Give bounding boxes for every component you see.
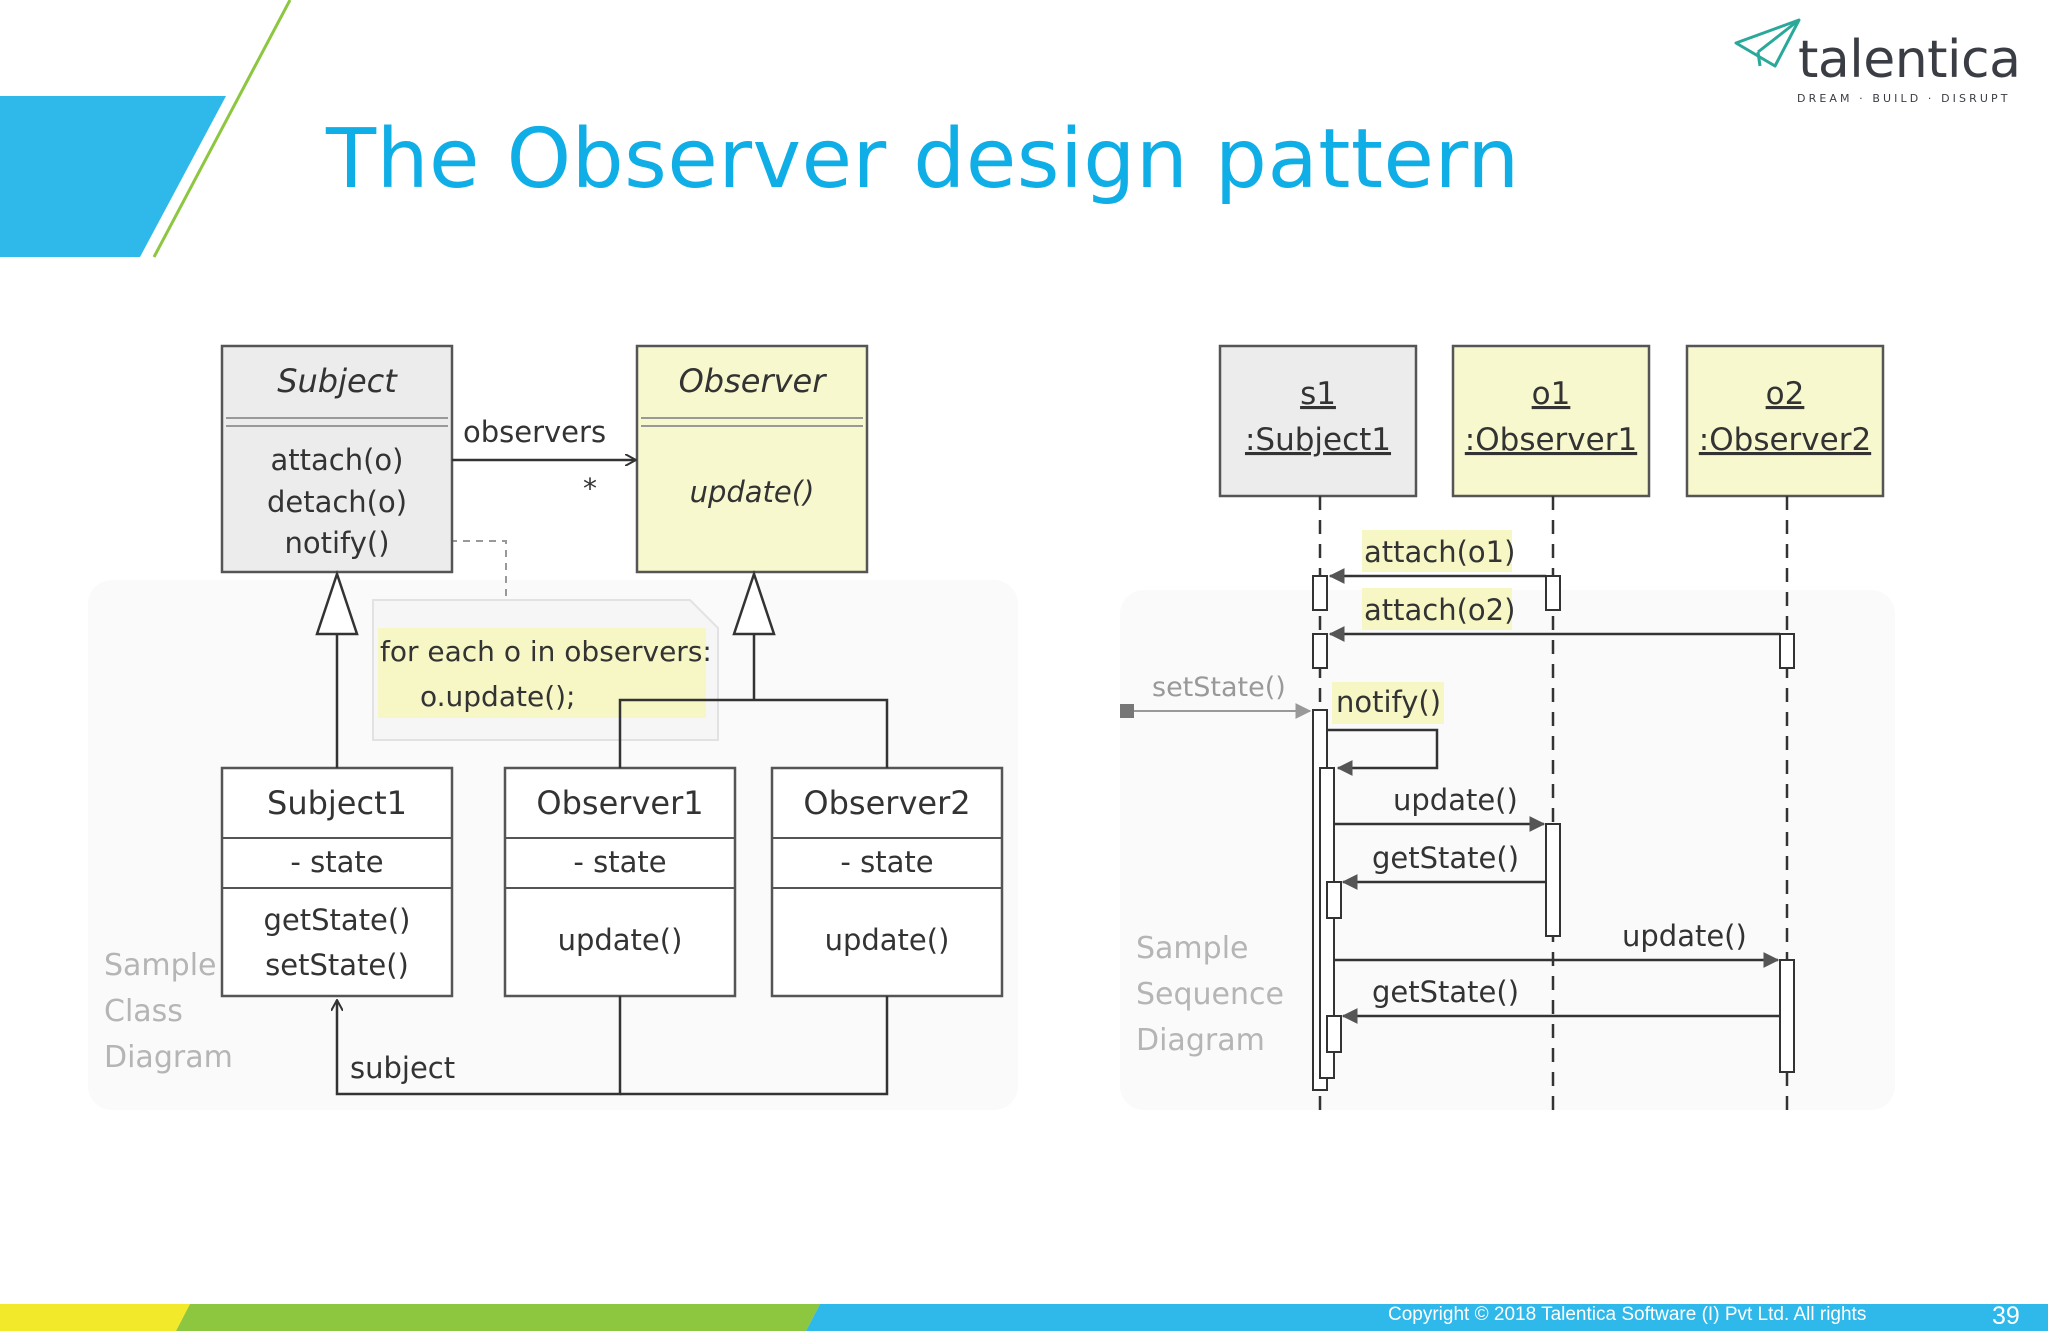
note-line-1: for each o in observers: [380, 635, 712, 668]
footer-yellow-band [0, 1304, 190, 1331]
observer-class-name: Observer [679, 362, 828, 400]
subject-class-name: Subject [277, 362, 398, 400]
logo-tagline: DREAM · BUILD · DISRUPT [1797, 92, 2011, 105]
msg-attach-o2-label: attach(o2) [1364, 593, 1515, 627]
class-diagram-caption-3: Diagram [104, 1040, 233, 1075]
observer1-op-update: update() [558, 923, 683, 957]
subject1-class: Subject1 - state getState() setState() [220, 766, 454, 998]
lifeline-o1-type: :Observer1 [1465, 422, 1637, 458]
logo-wordmark: talentica [1798, 30, 2021, 90]
activation-s1-attach2 [1312, 633, 1328, 669]
paper-plane-icon [1734, 18, 1801, 68]
msg-setstate-label: setState() [1152, 672, 1286, 703]
observer2-op-update: update() [825, 923, 950, 957]
observer2-attr-state: - state [840, 845, 933, 879]
sequence-diagram-caption-1: Sample [1136, 931, 1249, 966]
header-blue-band [0, 96, 226, 257]
observer2-class-name: Observer2 [803, 784, 970, 822]
msg-getstate-o1-label: getState() [1372, 841, 1519, 875]
subject-op-attach: attach(o) [271, 443, 404, 477]
msg-update-o2-label: update() [1622, 919, 1747, 953]
activation-s1-notify [1319, 767, 1335, 1079]
lifeline-s1-type: :Subject1 [1245, 422, 1391, 458]
msg-update-o1-label: update() [1393, 783, 1518, 817]
observer2-class: Observer2 - state update() [770, 766, 1004, 998]
observers-association-label: observers [463, 415, 606, 449]
msg-attach-o1-label: attach(o1) [1364, 535, 1515, 569]
footer-green-band [176, 1304, 820, 1331]
subject1-op-getstate: getState() [263, 903, 410, 937]
observer1-class-name: Observer1 [536, 784, 703, 822]
sequence-diagram-caption-3: Diagram [1136, 1023, 1265, 1058]
subject-association [337, 996, 622, 1096]
observer1-attr-state: - state [573, 845, 666, 879]
notify-note: for each o in observers: o.update(); [372, 599, 719, 741]
subject1-attr-state: - state [290, 845, 383, 879]
lifeline-s1-head [1218, 344, 1418, 498]
slide-title: The Observer design pattern [326, 112, 1520, 207]
class-diagram-caption-2: Class [104, 994, 183, 1029]
activation-s1-getstate1 [1326, 881, 1342, 919]
lifeline-s1-name: s1 [1300, 376, 1336, 412]
sequence-diagram-caption-2: Sequence [1136, 977, 1284, 1012]
activation-s1-attach1 [1312, 575, 1328, 611]
class-diagram: Sample Class Diagram for each o in obser… [88, 344, 1018, 1110]
subject1-class-name: Subject1 [267, 784, 407, 822]
msg-notify-label: notify() [1336, 685, 1441, 719]
lifeline-o2-head [1685, 344, 1885, 498]
subject-generalization-arrow [315, 570, 359, 636]
footer-blue-band [806, 1304, 2048, 1331]
subject-association-label: subject [350, 1051, 455, 1085]
header-green-line [152, 0, 292, 258]
subject-op-detach: detach(o) [267, 485, 407, 519]
lifeline-o2-name: o2 [1766, 376, 1805, 412]
class-diagram-caption-1: Sample [104, 948, 217, 983]
lifeline-s1: s1 :Subject1 [1218, 344, 1418, 1112]
observer-realization-arrow [732, 570, 776, 636]
observer2-class-box [770, 766, 1004, 998]
subject-op-notify: notify() [284, 526, 389, 560]
subject1-class-box [220, 766, 454, 998]
page-number: 39 [1992, 1302, 2020, 1330]
lifeline-o2-type: :Observer2 [1699, 422, 1871, 458]
observer1-class: Observer1 - state update() [503, 766, 737, 998]
activation-o2-update [1779, 959, 1795, 1073]
observer-class-box [635, 344, 869, 574]
msg-notify-arrow [1327, 728, 1439, 776]
activation-o1-attach1 [1545, 575, 1561, 611]
activation-o1-update [1545, 823, 1561, 937]
subject-class: Subject attach(o) detach(o) notify() [220, 344, 454, 574]
footer-copyright: Copyright © 2018 Talentica Software (I) … [1388, 1304, 1867, 1325]
msg-attach-o1-highlight [1362, 530, 1512, 572]
subject1-op-setstate: setState() [265, 948, 409, 982]
observers-multiplicity: * [583, 472, 597, 505]
note-line-2: o.update(); [420, 680, 575, 713]
msg-setstate-start [1120, 704, 1134, 718]
lifeline-o1: o1 :Observer1 [1451, 344, 1651, 1112]
note-highlight [378, 628, 706, 718]
msg-attach-o2-highlight [1362, 588, 1512, 630]
lifeline-o2: o2 :Observer2 [1685, 344, 1885, 1112]
observer-op-update: update() [690, 475, 815, 509]
msg-getstate-o2-label: getState() [1372, 975, 1519, 1009]
lifeline-o1-name: o1 [1532, 376, 1571, 412]
lifeline-o1-head [1451, 344, 1651, 498]
sequence-diagram: Sample Sequence Diagram s1 :Subject1 o1 … [1120, 344, 1895, 1112]
activation-o2-attach2 [1779, 633, 1795, 669]
subject-association-o2 [620, 996, 889, 1096]
observer-class: Observer update() [635, 344, 869, 574]
activation-s1-getstate2 [1326, 1015, 1342, 1053]
msg-notify-highlight [1332, 682, 1444, 724]
